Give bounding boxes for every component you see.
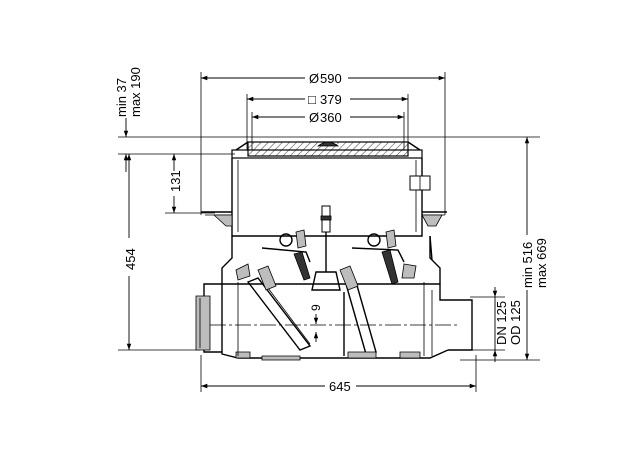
- dimension-360-value: 360: [320, 110, 342, 125]
- flap-valve-left: [246, 229, 312, 351]
- dimension-379-value: 379: [320, 92, 342, 107]
- dimension-pipe: DN 125 OD 125: [470, 287, 523, 362]
- top-frame-body: [201, 158, 447, 237]
- diameter-symbol: Ø: [309, 110, 319, 125]
- square-symbol: □: [308, 92, 316, 107]
- dimension-131: 131: [165, 154, 215, 214]
- bottom-details: [235, 282, 433, 361]
- dimension-590-value: 590: [320, 71, 342, 86]
- frame-height-max: max 190: [128, 67, 143, 117]
- pipe-od: OD 125: [508, 300, 523, 345]
- dimension-590: Ø 590: [200, 71, 446, 215]
- dimension-frame-height: min 37 max 190: [114, 67, 540, 172]
- dimension-9-value: 9: [309, 304, 323, 311]
- dimension-9: 9: [309, 304, 323, 342]
- dimension-131-value: 131: [168, 170, 183, 192]
- diameter-symbol: Ø: [309, 71, 319, 86]
- dimension-379: □ 379: [246, 92, 409, 150]
- center-handle: [311, 205, 341, 291]
- dimension-645: 645: [200, 355, 477, 394]
- total-height-max: max 669: [534, 238, 549, 288]
- flap-valve-right: [339, 229, 405, 356]
- dimension-645-value: 645: [329, 379, 351, 394]
- frame-height-min: min 37: [114, 78, 129, 117]
- pipe-dn: DN 125: [494, 301, 509, 345]
- dimension-total-height: min 516 max 669: [460, 137, 549, 361]
- trap-body: [195, 235, 473, 359]
- dimension-454: 454: [118, 154, 200, 351]
- side-lugs: [235, 263, 417, 281]
- dimension-454-value: 454: [123, 248, 138, 270]
- total-height-min: min 516: [520, 242, 535, 288]
- grating-cover: [231, 141, 423, 159]
